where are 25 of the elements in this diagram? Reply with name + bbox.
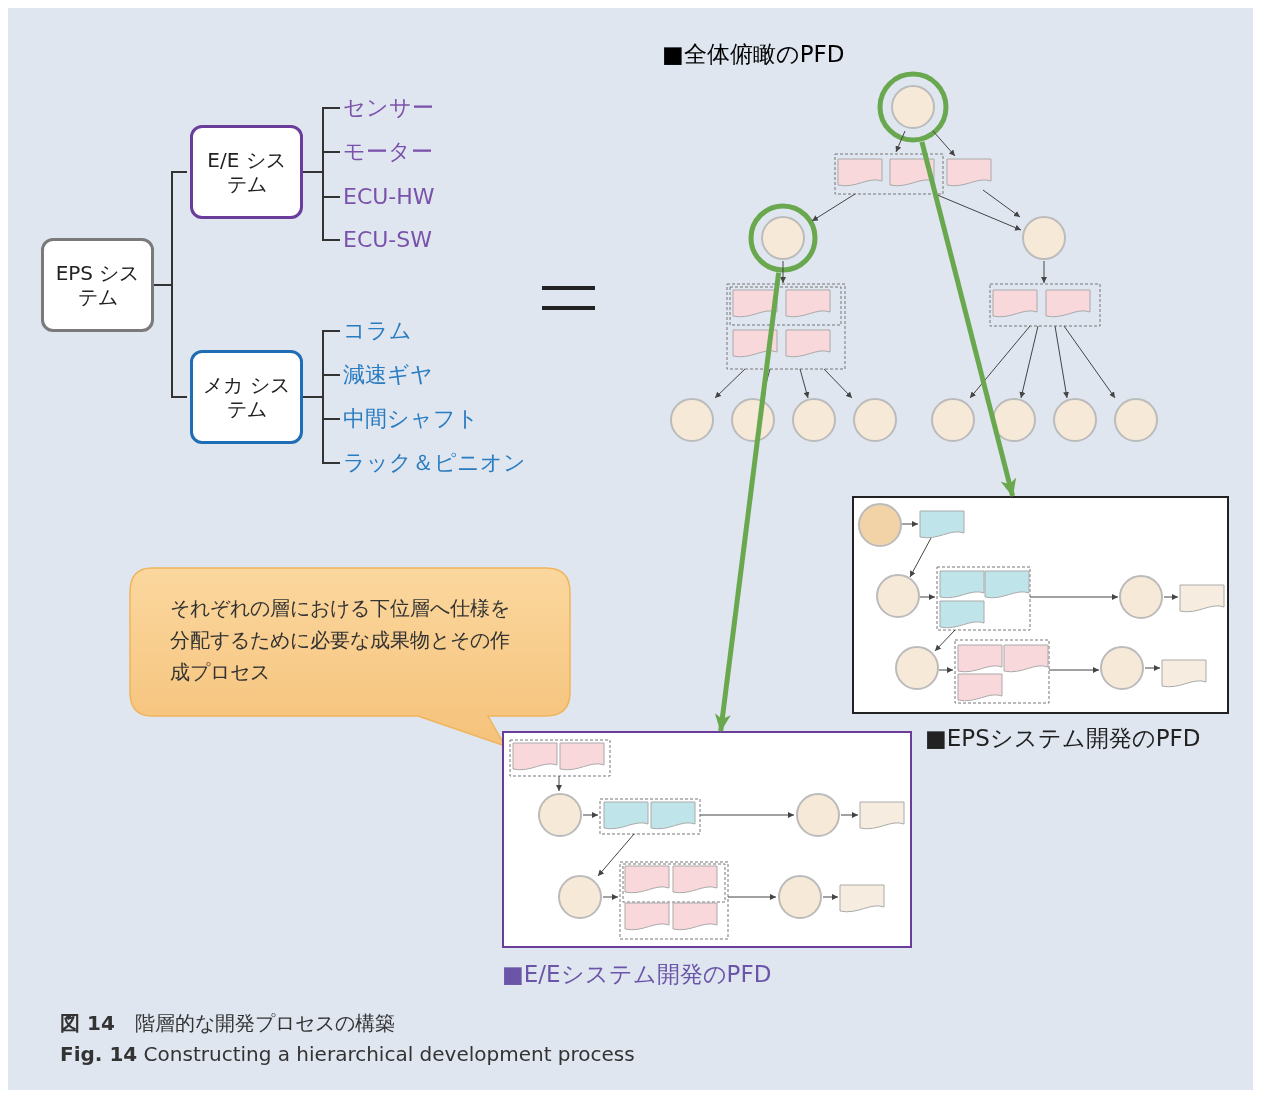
section-heading: ■全体俯瞰のPFD: [662, 40, 845, 68]
box-label: メカ システム: [202, 373, 291, 421]
panel-heading: ■EPSシステム開発のPFD: [925, 724, 1201, 752]
system-box: [190, 350, 303, 444]
tree-line: [302, 171, 341, 241]
caption-text: 図 14 階層的な開発プロセスの構築: [60, 1010, 395, 1037]
component-label: コラム: [343, 318, 412, 344]
component-label: センサー: [343, 95, 434, 121]
caption-text: Fig. 14 Constructing a hierarchical development process: [60, 1042, 635, 1066]
component-label: ECU-SW: [343, 227, 433, 253]
callout-text: それぞれの層における下位層へ仕様を分配するために必要な成果物とその作成プロセス: [170, 595, 511, 686]
system-box: [41, 238, 154, 332]
panel-heading: ■E/Eシステム開発のPFD: [502, 960, 772, 988]
tree-line: [153, 284, 188, 398]
box-label: EPS システム: [54, 261, 141, 309]
component-label: ECU-HW: [343, 184, 435, 210]
component-label: 減速ギヤ: [343, 362, 433, 388]
arrow: [714, 272, 782, 732]
component-label: 中間シャフト: [343, 406, 479, 432]
component-label: モーター: [343, 139, 433, 165]
arrow: [919, 141, 1017, 497]
box-label: E/E システム: [206, 148, 287, 196]
tree-line: [302, 396, 341, 464]
system-box: [190, 125, 303, 219]
component-label: ラック＆ピニオン: [343, 450, 526, 476]
